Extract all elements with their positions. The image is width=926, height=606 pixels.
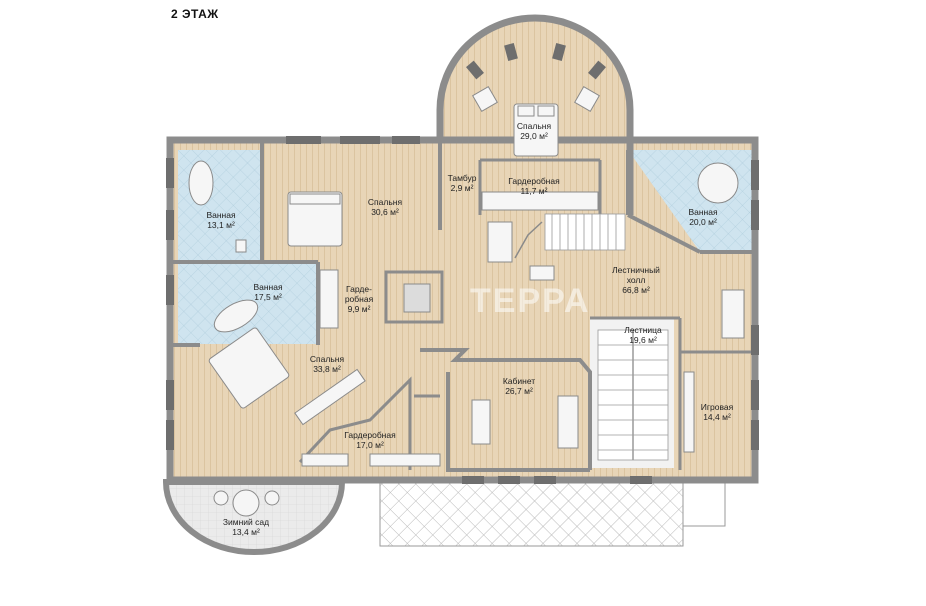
terrace: [379, 477, 726, 547]
walls: [166, 14, 759, 484]
windows: [166, 42, 759, 484]
furniture: [188, 86, 745, 467]
floor-title: 2 ЭТАЖ: [171, 7, 219, 21]
railing: [514, 221, 543, 259]
winter-garden: [162, 479, 346, 555]
watermark: ТЕРРА: [470, 282, 591, 320]
staircase: [544, 213, 669, 461]
